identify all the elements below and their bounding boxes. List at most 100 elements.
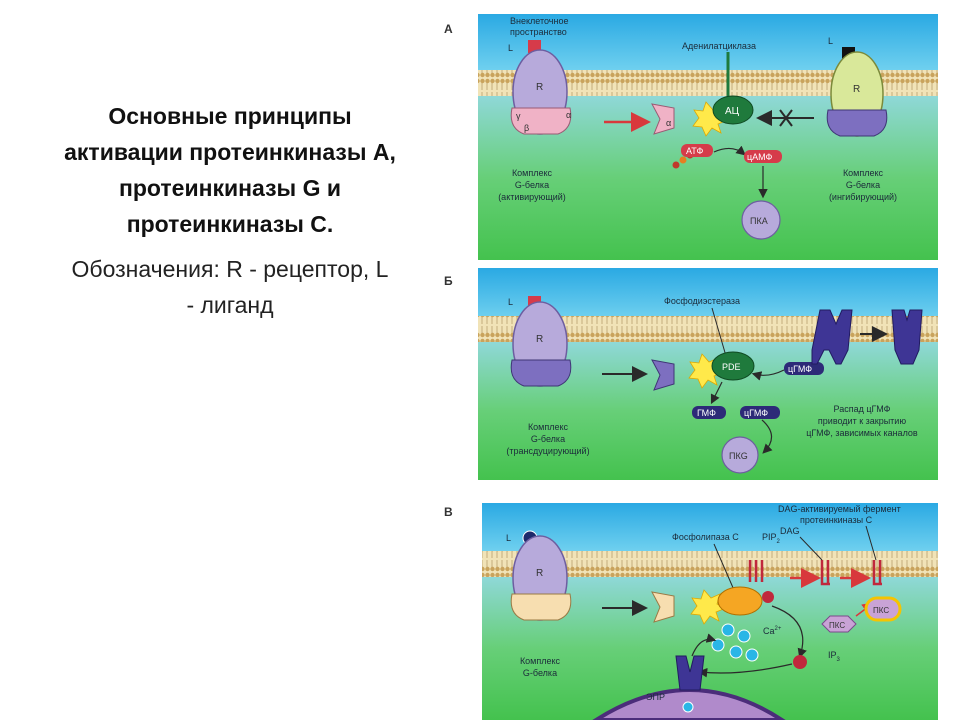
cgmp-badge bbox=[784, 362, 824, 375]
atp-dot bbox=[679, 156, 687, 164]
pkg-label: ПКG bbox=[729, 451, 748, 461]
camp-label: цАМФ bbox=[747, 152, 773, 162]
ca-release-arrow bbox=[691, 633, 717, 657]
camp-badge bbox=[744, 150, 782, 163]
calcium-label: Ca2+ bbox=[763, 626, 782, 636]
pkc-active-label: ПКС bbox=[873, 606, 889, 615]
pip2-molecule bbox=[748, 560, 764, 582]
pde-label: PDE bbox=[722, 362, 741, 372]
pkc-active bbox=[864, 596, 902, 622]
ip3-release-arrow bbox=[771, 605, 807, 659]
calcium-ion bbox=[737, 629, 751, 643]
slide-legend: Обозначения: R - рецептор, L - лиганд bbox=[30, 251, 430, 323]
plc-label: Фосфолипаза С bbox=[672, 532, 739, 542]
cgmp-breakdown-note: приводит к закрытию bbox=[818, 416, 906, 426]
cgmp-channel-open bbox=[811, 309, 853, 365]
panel-b: L R Фосфодиэстераза PDE цГМФ ГМФ цГМФ ПК… bbox=[478, 268, 938, 480]
panel-c: L R Фосфолипаза С PIP2 DAG-активируемый … bbox=[482, 503, 938, 720]
caption-right: (ингибирующий) bbox=[829, 192, 897, 202]
caption-right: G-белка bbox=[846, 180, 880, 190]
caption-right: Комплекс bbox=[843, 168, 884, 178]
pka bbox=[741, 200, 781, 240]
dag-molecule bbox=[820, 560, 830, 586]
caption: Комплекс bbox=[520, 656, 561, 666]
panel-a-letter: А bbox=[444, 22, 453, 36]
gamma-label: γ bbox=[516, 111, 521, 121]
cgmp-badge bbox=[740, 406, 780, 419]
dag-enzyme-label: протеинкиназы С bbox=[800, 515, 873, 525]
panel-b-letter: Б bbox=[444, 274, 453, 288]
extracellular-label: Внеклеточное bbox=[510, 16, 568, 26]
caption-left: G-белка bbox=[515, 180, 549, 190]
cgmp-to-pkg-arrow bbox=[761, 419, 773, 454]
caption: Комплекс bbox=[528, 422, 569, 432]
er-label: ЭПР bbox=[646, 692, 665, 702]
receptor-label: R bbox=[853, 84, 860, 95]
g-protein-transducing bbox=[510, 359, 572, 387]
calcium-ion bbox=[721, 623, 735, 637]
adenylate-cyclase-label: Аденилатциклаза bbox=[682, 41, 756, 51]
title-line: Основные принципы bbox=[108, 103, 352, 129]
atp-dot bbox=[672, 161, 680, 169]
gmp-badge bbox=[692, 406, 726, 419]
g-protein-active bbox=[510, 107, 572, 135]
ligand-label: L bbox=[508, 297, 513, 307]
ligand-label: L bbox=[828, 36, 833, 46]
caption: (трансдуцирующий) bbox=[506, 446, 589, 456]
calcium-ion bbox=[682, 701, 694, 713]
legend-line: Обозначения: R - рецептор, L bbox=[71, 256, 389, 282]
pkc-inactive bbox=[821, 615, 857, 633]
alpha-stimulatory bbox=[651, 103, 675, 135]
legend-line: - лиганд bbox=[186, 292, 274, 318]
cgmp-label: цГМФ bbox=[788, 364, 812, 374]
pkc-inactive-label: ПКС bbox=[829, 621, 845, 630]
atp-badge bbox=[681, 144, 713, 157]
dag-pointer bbox=[799, 536, 823, 561]
calcium-ion bbox=[745, 648, 759, 662]
cgmp-breakdown-note: Распад цГМФ bbox=[834, 404, 891, 414]
cgmp-to-pde-arrow bbox=[751, 369, 785, 381]
pde-enzyme bbox=[711, 351, 755, 381]
slide-title: Основные принципы активации протеинкиназ… bbox=[30, 98, 430, 242]
caption: G-белка bbox=[531, 434, 565, 444]
caption-left: Комплекс bbox=[512, 168, 553, 178]
panel-c-letter: В bbox=[444, 505, 453, 519]
plc-pointer bbox=[713, 543, 735, 591]
dag-label: DAG bbox=[780, 526, 800, 536]
pip2-head bbox=[762, 591, 774, 603]
ip3-molecule bbox=[793, 655, 807, 669]
receptor-label: R bbox=[536, 334, 543, 345]
pip2-label: PIP2 bbox=[762, 532, 781, 545]
pkg bbox=[721, 436, 759, 474]
beta-label: β bbox=[524, 123, 529, 133]
phospholipase-c bbox=[717, 586, 763, 616]
extracellular-label: пространство bbox=[510, 27, 567, 37]
title-line: протеинкиназы G и bbox=[118, 175, 341, 201]
cgmp-label: цГМФ bbox=[744, 408, 768, 418]
ip3-to-er-arrow bbox=[697, 663, 793, 678]
adenylate-cyclase-abbr: АЦ bbox=[725, 106, 740, 117]
receptor-label: R bbox=[536, 82, 543, 93]
gmp-label: ГМФ bbox=[697, 408, 716, 418]
g-protein-inhibitory bbox=[826, 109, 888, 137]
pka-label: ПКА bbox=[750, 216, 768, 226]
pde-to-gmp-arrow bbox=[710, 381, 723, 405]
pde-enzyme-label: Фосфодиэстераза bbox=[664, 296, 740, 306]
ligand-label: L bbox=[506, 533, 511, 543]
adenylate-cyclase bbox=[712, 95, 754, 125]
alpha-transducin bbox=[651, 359, 675, 391]
pde-pointer bbox=[711, 307, 727, 357]
caption-left: (активирующий) bbox=[498, 192, 566, 202]
title-line: протеинкиназы С. bbox=[126, 211, 334, 237]
receptor-label: R bbox=[536, 568, 543, 579]
panel-c-extracellular bbox=[482, 503, 938, 551]
dag-pkc-molecule bbox=[872, 560, 882, 586]
inhibition-cross bbox=[779, 109, 793, 127]
ligand-label: L bbox=[508, 43, 513, 53]
cgmp-breakdown-note: цГМФ, зависимых каналов bbox=[806, 428, 918, 438]
caption: G-белка bbox=[523, 668, 557, 678]
ip3-label: IP3 bbox=[828, 650, 841, 663]
calcium-ion bbox=[711, 638, 725, 652]
dag-enzyme-label: DAG-активируемый фермент bbox=[778, 504, 901, 514]
